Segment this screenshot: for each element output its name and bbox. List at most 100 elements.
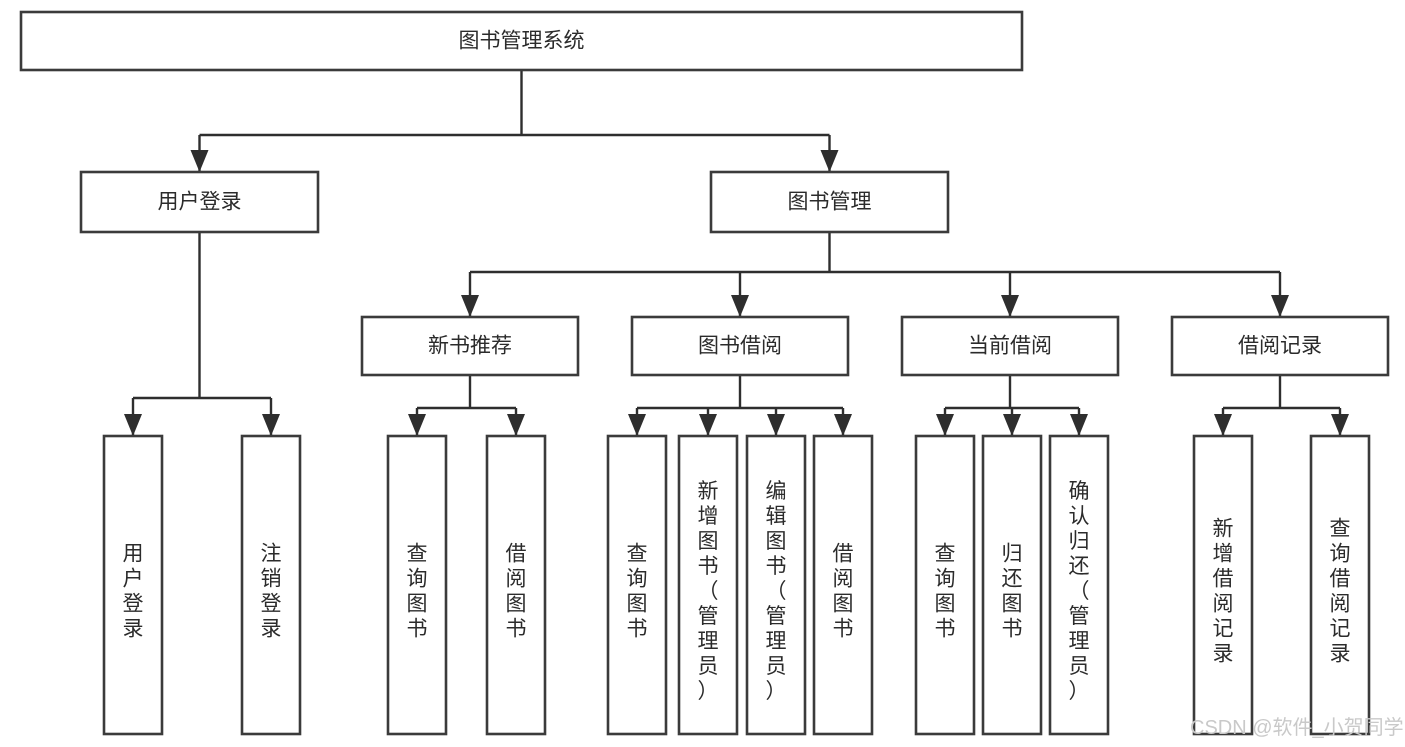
arrow-head bbox=[1331, 414, 1349, 436]
svg-text:理: 理 bbox=[698, 630, 719, 653]
svg-text:录: 录 bbox=[261, 618, 282, 641]
arrow-head bbox=[1003, 414, 1021, 436]
arrow-head bbox=[936, 414, 954, 436]
node-label-borrow-record: 借阅记录 bbox=[1238, 335, 1322, 358]
node-box-leaf-query-record bbox=[1309, 434, 1371, 736]
svg-text:记: 记 bbox=[1213, 618, 1234, 641]
svg-text:管: 管 bbox=[1069, 605, 1090, 628]
svg-text:户: 户 bbox=[123, 568, 144, 591]
svg-text:销: 销 bbox=[261, 568, 282, 591]
node-leaf-user-login[interactable]: 用户登录 bbox=[102, 434, 164, 736]
svg-text:借: 借 bbox=[1330, 568, 1351, 591]
node-box-book-borrow bbox=[630, 315, 850, 377]
svg-text:理: 理 bbox=[766, 630, 787, 653]
edge-group-new-book-recommend bbox=[408, 375, 525, 436]
svg-text:增: 增 bbox=[1213, 543, 1234, 566]
node-label-new-book-recommend: 新书推荐 bbox=[428, 335, 512, 358]
svg-text:认: 认 bbox=[1069, 505, 1090, 528]
node-label-current-borrow: 当前借阅 bbox=[968, 335, 1052, 358]
svg-text:管: 管 bbox=[766, 605, 787, 628]
svg-text:还: 还 bbox=[1002, 568, 1023, 591]
node-box-leaf-edit-book bbox=[745, 434, 807, 736]
svg-text:登: 登 bbox=[261, 593, 282, 616]
node-root[interactable]: 图书管理系统 bbox=[19, 10, 1024, 72]
svg-text:）: ） bbox=[698, 680, 719, 703]
arrow-head bbox=[1001, 295, 1019, 317]
svg-text:辑: 辑 bbox=[766, 505, 787, 528]
svg-text:录: 录 bbox=[123, 618, 144, 641]
node-current-borrow[interactable]: 当前借阅 bbox=[900, 315, 1120, 377]
svg-text:查: 查 bbox=[627, 543, 648, 566]
svg-text:询: 询 bbox=[627, 568, 648, 591]
arrow-head bbox=[461, 295, 479, 317]
svg-text:编: 编 bbox=[766, 480, 787, 503]
svg-text:书: 书 bbox=[506, 618, 527, 641]
arrow-head bbox=[124, 414, 142, 436]
svg-text:图: 图 bbox=[506, 593, 527, 616]
arrow-head bbox=[767, 414, 785, 436]
svg-text:（: （ bbox=[766, 580, 787, 603]
svg-text:员: 员 bbox=[698, 655, 719, 678]
node-box-user-login bbox=[79, 170, 320, 234]
arrow-head bbox=[834, 414, 852, 436]
svg-text:归: 归 bbox=[1069, 530, 1090, 553]
node-box-leaf-borrow-book-rec bbox=[485, 434, 547, 736]
svg-text:图: 图 bbox=[407, 593, 428, 616]
svg-text:）: ） bbox=[766, 680, 787, 703]
svg-text:图: 图 bbox=[833, 593, 854, 616]
svg-text:登: 登 bbox=[123, 593, 144, 616]
connector-edges bbox=[124, 70, 1349, 436]
node-box-leaf-logout bbox=[240, 434, 302, 736]
svg-text:管: 管 bbox=[698, 605, 719, 628]
svg-text:书: 书 bbox=[407, 618, 428, 641]
csdn-watermark: CSDN @软件_小贺同学 bbox=[1190, 716, 1404, 739]
svg-text:查: 查 bbox=[1330, 518, 1351, 541]
svg-text:借: 借 bbox=[506, 543, 527, 566]
node-box-leaf-query-book-bb bbox=[606, 434, 668, 736]
arrow-head bbox=[1214, 414, 1232, 436]
svg-text:归: 归 bbox=[1002, 543, 1023, 566]
node-book-manage[interactable]: 图书管理 bbox=[709, 170, 950, 234]
node-box-leaf-return-book bbox=[981, 434, 1043, 736]
node-book-borrow[interactable]: 图书借阅 bbox=[630, 315, 850, 377]
node-label-leaf-user-login: 用户登录 bbox=[123, 543, 144, 641]
node-box-borrow-record bbox=[1170, 315, 1390, 377]
arrow-head bbox=[262, 414, 280, 436]
svg-text:询: 询 bbox=[935, 568, 956, 591]
node-borrow-record[interactable]: 借阅记录 bbox=[1170, 315, 1390, 377]
svg-text:注: 注 bbox=[261, 543, 282, 566]
svg-text:阅: 阅 bbox=[506, 568, 527, 591]
svg-text:新: 新 bbox=[698, 480, 719, 503]
edge-group-borrow-record bbox=[1214, 375, 1349, 436]
arrow-head bbox=[1271, 295, 1289, 317]
svg-text:图: 图 bbox=[1002, 593, 1023, 616]
node-user-login[interactable]: 用户登录 bbox=[79, 170, 320, 234]
svg-text:用: 用 bbox=[123, 543, 144, 566]
node-box-leaf-confirm-return bbox=[1048, 434, 1110, 736]
svg-text:（: （ bbox=[1069, 580, 1090, 603]
node-new-book-recommend[interactable]: 新书推荐 bbox=[360, 315, 580, 377]
arrow-head bbox=[408, 414, 426, 436]
svg-text:还: 还 bbox=[1069, 555, 1090, 578]
svg-text:书: 书 bbox=[766, 555, 787, 578]
svg-text:确: 确 bbox=[1069, 480, 1090, 503]
edge-group-book-manage bbox=[461, 232, 1289, 317]
